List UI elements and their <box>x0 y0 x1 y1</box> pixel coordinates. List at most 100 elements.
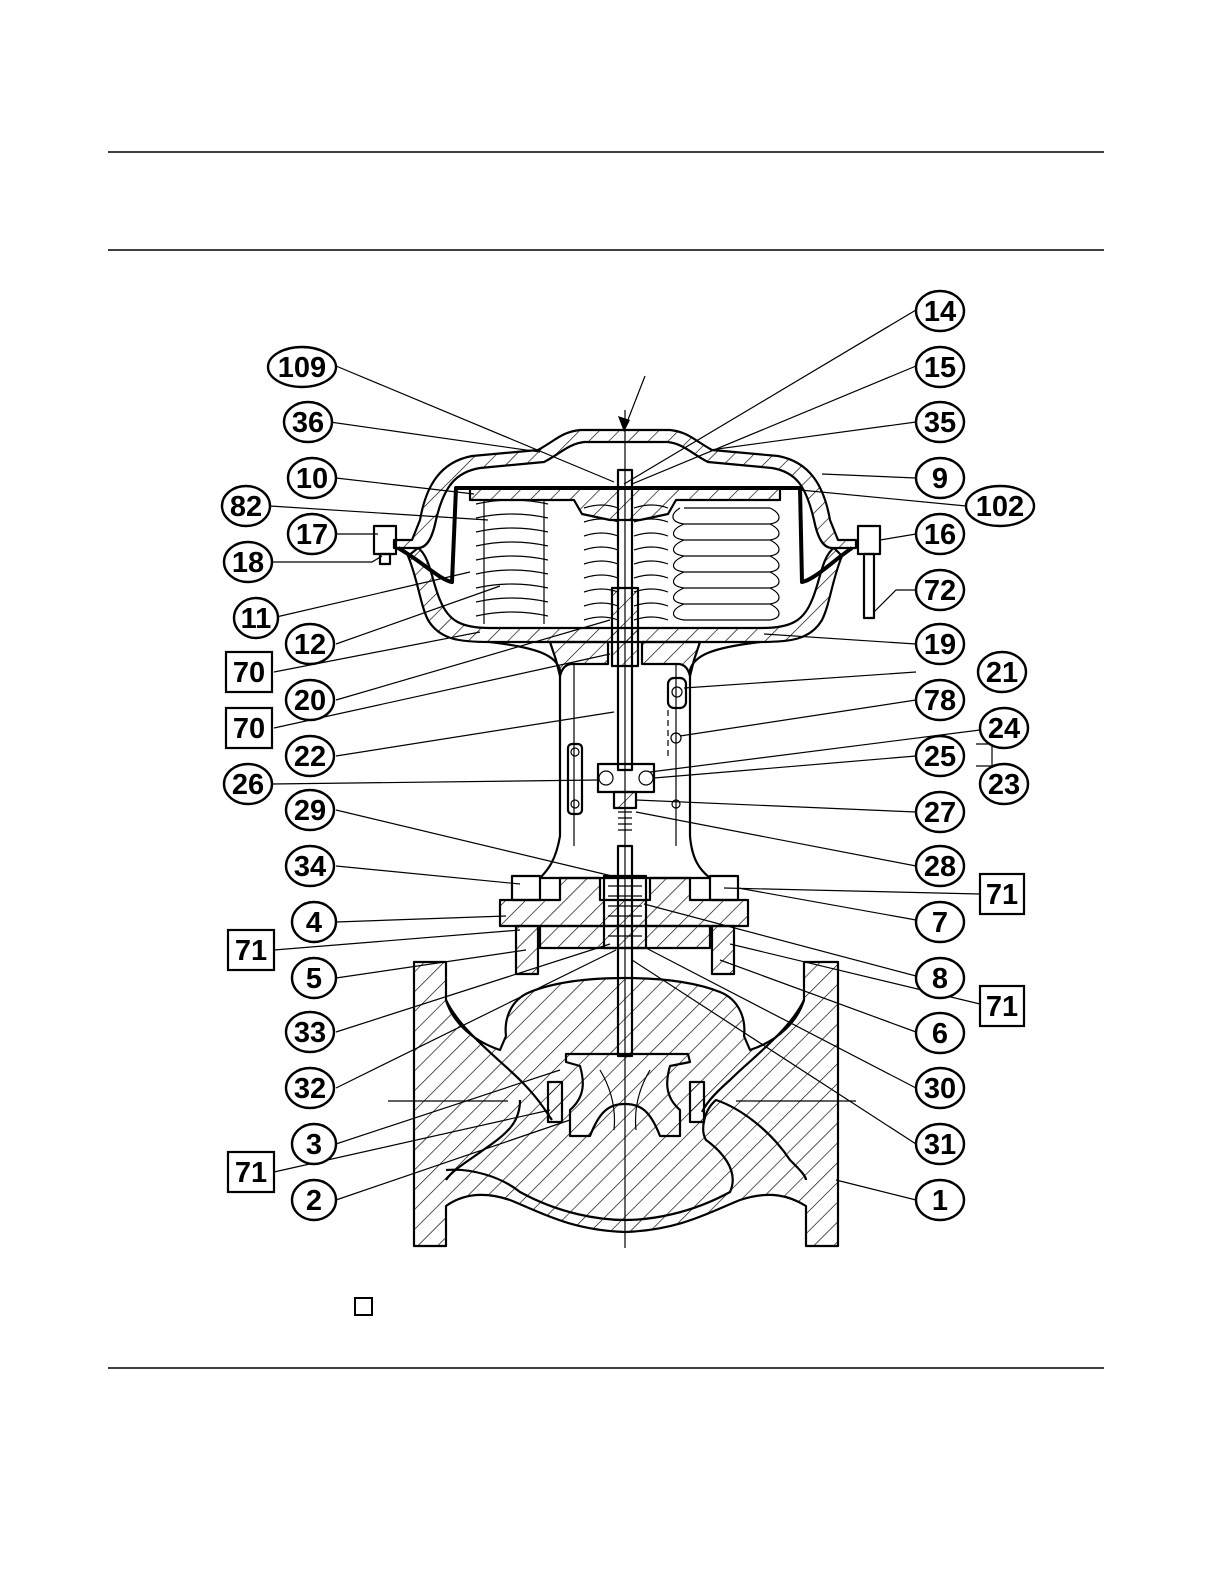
svg-text:71: 71 <box>986 879 1018 911</box>
yoke-neck-right <box>642 642 700 676</box>
svg-text:3: 3 <box>306 1129 322 1161</box>
bonnet-bolt-left <box>512 876 540 974</box>
callout-27: 27 <box>916 792 964 832</box>
valve-drawing <box>374 376 880 1248</box>
callout-16: 16 <box>916 514 964 554</box>
svg-text:82: 82 <box>230 491 262 523</box>
callout-19: 19 <box>916 624 964 664</box>
callout-3: 3 <box>292 1124 336 1164</box>
callout-28: 28 <box>916 846 964 886</box>
svg-text:18: 18 <box>232 547 264 579</box>
callout-109: 109 <box>268 347 336 387</box>
callout-1: 1 <box>916 1180 964 1220</box>
callout-71-box-c: 71 <box>228 930 274 970</box>
callout-20: 20 <box>286 680 334 720</box>
callout-4: 4 <box>292 902 336 942</box>
indicator-plate-left <box>568 744 582 814</box>
svg-text:15: 15 <box>924 352 956 384</box>
stem-coupling-upper <box>612 588 638 666</box>
callout-25: 25 <box>916 736 964 776</box>
svg-text:20: 20 <box>294 685 326 717</box>
svg-text:32: 32 <box>294 1073 326 1105</box>
callout-22: 22 <box>286 736 334 776</box>
svg-text:71: 71 <box>235 1157 267 1189</box>
svg-text:29: 29 <box>294 795 326 827</box>
callout-11: 11 <box>234 598 278 638</box>
callout-33: 33 <box>286 1012 334 1052</box>
callout-30: 30 <box>916 1068 964 1108</box>
spring-stack-right <box>673 508 779 620</box>
callout-15: 15 <box>916 347 964 387</box>
svg-text:71: 71 <box>986 991 1018 1023</box>
stem-connector-nut <box>614 792 636 808</box>
svg-text:14: 14 <box>924 296 956 328</box>
callout-29: 29 <box>286 790 334 830</box>
callout-102: 102 <box>966 486 1034 526</box>
callout-7: 7 <box>916 902 964 942</box>
callout-14: 14 <box>916 291 964 331</box>
callout-78: 78 <box>916 680 964 720</box>
seat-ring-left <box>548 1082 562 1122</box>
callout-6: 6 <box>916 1013 964 1053</box>
bonnet-flange-lower <box>540 926 710 948</box>
diaphragm-plate <box>470 488 780 520</box>
svg-text:19: 19 <box>924 629 956 661</box>
svg-text:4: 4 <box>306 907 322 939</box>
callout-23: 23 <box>980 764 1028 804</box>
callout-35: 35 <box>916 402 964 442</box>
svg-text:17: 17 <box>296 519 328 551</box>
callout-21: 21 <box>978 652 1026 692</box>
svg-text:23: 23 <box>988 769 1020 801</box>
callout-72: 72 <box>916 570 964 610</box>
svg-text:8: 8 <box>932 963 948 995</box>
callout-26: 26 <box>224 764 272 804</box>
callout-8: 8 <box>916 958 964 998</box>
callout-5: 5 <box>292 958 336 998</box>
callout-36: 36 <box>284 402 332 442</box>
svg-text:34: 34 <box>294 851 326 883</box>
svg-text:11: 11 <box>241 603 272 635</box>
yoke-neck <box>550 642 608 676</box>
svg-text:70: 70 <box>233 657 265 689</box>
svg-text:36: 36 <box>292 407 324 439</box>
svg-text:16: 16 <box>924 519 956 551</box>
svg-text:2: 2 <box>306 1185 322 1217</box>
svg-text:27: 27 <box>924 797 956 829</box>
svg-text:24: 24 <box>988 713 1020 745</box>
stem-connector <box>598 764 654 792</box>
svg-text:70: 70 <box>233 713 265 745</box>
callout-12: 12 <box>286 624 334 664</box>
svg-text:5: 5 <box>306 963 322 995</box>
callout-9: 9 <box>916 458 964 498</box>
svg-text:6: 6 <box>932 1018 948 1050</box>
square-box-icon <box>355 1298 372 1315</box>
svg-text:9: 9 <box>932 463 948 495</box>
vent-arrow-icon <box>618 376 645 432</box>
callout-70-box-b: 70 <box>226 708 272 748</box>
seat-ring-right <box>690 1082 704 1122</box>
svg-text:22: 22 <box>294 741 326 773</box>
svg-text:78: 78 <box>924 685 956 717</box>
callout-32: 32 <box>286 1068 334 1108</box>
svg-text:109: 109 <box>278 352 326 384</box>
svg-text:31: 31 <box>924 1129 956 1161</box>
indicator-plate-right <box>668 678 686 708</box>
svg-text:28: 28 <box>924 851 956 883</box>
svg-text:33: 33 <box>294 1017 326 1049</box>
svg-text:26: 26 <box>232 769 264 801</box>
svg-text:30: 30 <box>924 1073 956 1105</box>
callout-34: 34 <box>286 846 334 886</box>
callout-17: 17 <box>288 514 336 554</box>
flange-bolt-right <box>858 526 880 618</box>
callout-70-box-a: 70 <box>226 652 272 692</box>
svg-text:10: 10 <box>296 463 328 495</box>
callout-71-box-b: 71 <box>980 986 1024 1026</box>
svg-text:71: 71 <box>235 935 267 967</box>
callout-71-box-d: 71 <box>228 1152 274 1192</box>
svg-text:35: 35 <box>924 407 956 439</box>
callout-18: 18 <box>224 542 272 582</box>
svg-text:72: 72 <box>924 575 956 607</box>
svg-text:102: 102 <box>976 491 1024 523</box>
callout-31: 31 <box>916 1124 964 1164</box>
